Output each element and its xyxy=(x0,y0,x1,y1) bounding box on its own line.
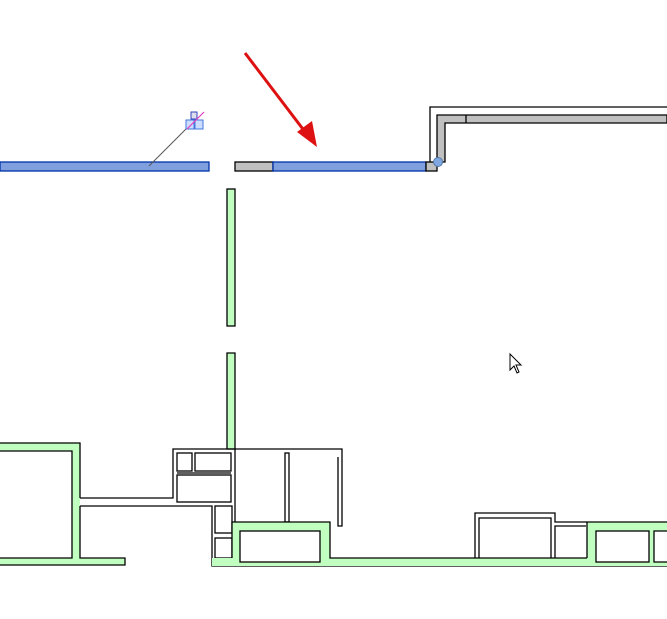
room-box xyxy=(474,512,587,558)
green-wall-left-room[interactable] xyxy=(0,443,125,565)
green-wall-bottom[interactable] xyxy=(212,522,475,566)
room-box xyxy=(214,505,233,534)
corner-wall-outline xyxy=(429,106,667,162)
selected-wall-right[interactable] xyxy=(272,161,427,172)
room-box xyxy=(214,537,233,559)
wall-segment-gray[interactable] xyxy=(234,161,274,172)
corner-wall-gray[interactable] xyxy=(436,114,667,163)
annotation-arrow-icon xyxy=(243,52,317,147)
green-wall-vertical-lower[interactable] xyxy=(226,352,236,450)
partition xyxy=(284,452,290,523)
mouse-cursor-icon xyxy=(509,352,523,374)
green-wall-right-block[interactable] xyxy=(587,522,667,566)
selected-wall-left[interactable] xyxy=(0,161,210,172)
room-box xyxy=(194,452,232,472)
leader-line xyxy=(148,124,191,167)
green-wall-vertical-upper[interactable] xyxy=(226,188,236,327)
host-element-icon[interactable] xyxy=(185,111,205,130)
room-box xyxy=(176,452,193,472)
corridor-wall xyxy=(80,448,343,499)
green-wall-bottom-right[interactable] xyxy=(475,558,587,566)
room-box xyxy=(176,474,232,503)
wall-join-handle-icon[interactable] xyxy=(433,157,443,167)
